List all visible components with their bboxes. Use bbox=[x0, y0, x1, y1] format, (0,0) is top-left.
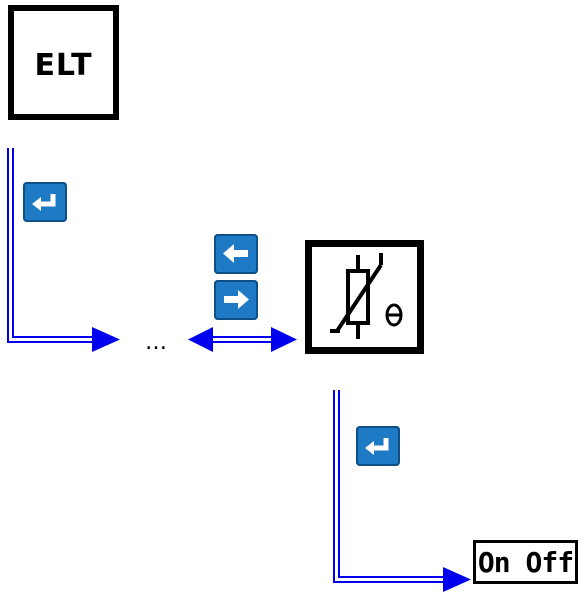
flow-arrow-right bbox=[271, 327, 297, 352]
flow-line-1b bbox=[12, 148, 100, 338]
enter-key-1 bbox=[23, 182, 67, 222]
ellipsis: … bbox=[145, 330, 167, 355]
right-arrow-icon bbox=[224, 290, 249, 309]
left-arrow-key bbox=[214, 234, 258, 274]
flow-line-2 bbox=[333, 390, 450, 583]
thermistor-icon bbox=[330, 253, 403, 339]
flow-arrow-left bbox=[188, 327, 213, 352]
enter-key-2 bbox=[356, 426, 400, 466]
enter-icon bbox=[32, 194, 56, 211]
enter-icon bbox=[365, 438, 389, 455]
right-arrow-key bbox=[214, 280, 258, 320]
flow-arrow-1 bbox=[92, 327, 120, 352]
flow-line-2b bbox=[338, 390, 450, 578]
elt-menu-box: ELT bbox=[8, 5, 119, 120]
left-arrow-icon bbox=[223, 244, 248, 263]
flow-line-1 bbox=[7, 148, 100, 343]
thermistor-box bbox=[305, 240, 424, 354]
onoff-box: On Off bbox=[473, 540, 578, 584]
onoff-label: On Off bbox=[477, 545, 574, 579]
flow-arrow-2 bbox=[443, 567, 471, 592]
elt-label: ELT bbox=[34, 48, 93, 83]
